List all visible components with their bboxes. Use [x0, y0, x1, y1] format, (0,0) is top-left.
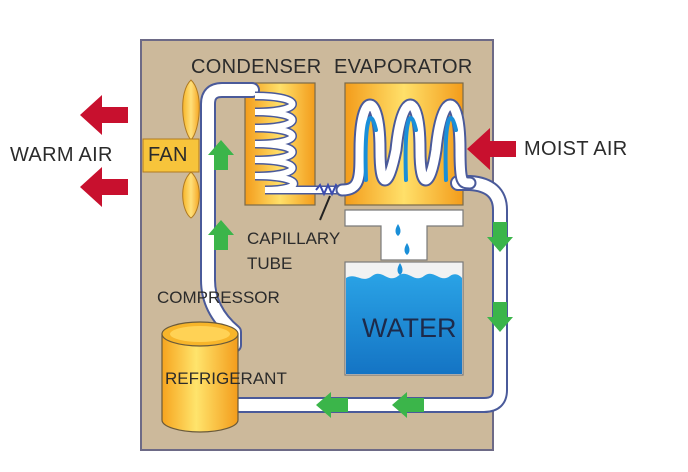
flow-arrow-icon [208, 220, 234, 250]
flow-arrow-icon [487, 222, 513, 252]
evaporator-coil [335, 98, 477, 197]
tube-label: TUBE [247, 254, 293, 273]
capillary-label: CAPILLARY [247, 229, 341, 248]
compressor-label: COMPRESSOR [157, 288, 280, 307]
water-label: WATER [362, 313, 457, 343]
moist-air-label: MOIST AIR [524, 138, 628, 160]
flow-arrow-icon [208, 140, 234, 170]
capillary-squiggle [315, 182, 341, 197]
capillary-pointer [319, 195, 331, 221]
condenser-coil [254, 91, 340, 195]
compressor-tank [161, 321, 239, 433]
moist-air-arrow-icon [467, 128, 516, 170]
condenser-label: CONDENSER [191, 56, 322, 78]
water-drop [395, 224, 401, 236]
warm-air-arrow-icon [80, 167, 128, 207]
water-body [346, 273, 462, 374]
fan-label: FAN [148, 144, 188, 166]
flow-arrow-icon [392, 392, 424, 418]
evaporator-label: EVAPORATOR [334, 56, 473, 78]
fan [142, 79, 200, 219]
flow-arrow-icon [316, 392, 348, 418]
refrigerant-tube [200, 82, 508, 413]
fan-hub [142, 138, 200, 173]
drip-funnel [344, 209, 464, 261]
water-drop [397, 263, 403, 275]
warm-air-arrow-icon [80, 95, 128, 135]
flow-arrow-icon [487, 302, 513, 332]
fan-blade-bottom [182, 171, 200, 219]
warm-air-label: WARM AIR [10, 144, 113, 166]
refrigerant-label: REFRIGERANT [165, 369, 287, 388]
water-drop [404, 243, 410, 255]
